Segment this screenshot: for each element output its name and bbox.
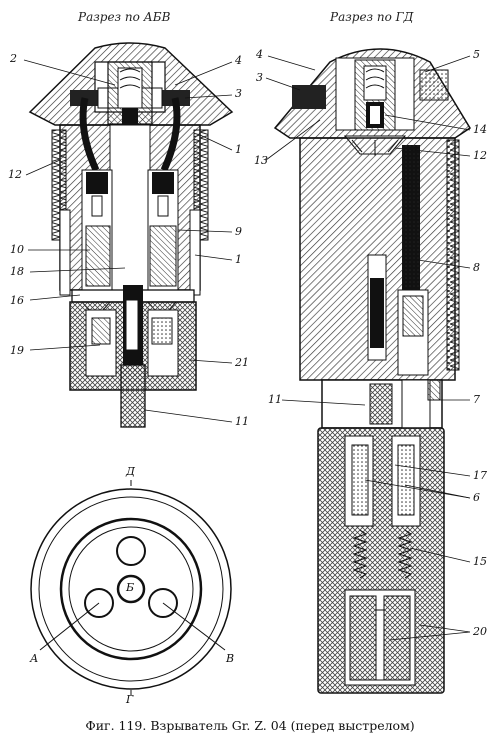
callout-right-13: 13 xyxy=(254,154,268,167)
right-spring xyxy=(352,529,368,579)
callout-left-12: 12 xyxy=(8,168,22,181)
plan-label-bottom: Г xyxy=(126,693,134,706)
callout-left-18: 18 xyxy=(10,265,24,278)
left-section xyxy=(28,42,234,428)
callout-right-8: 8 xyxy=(473,261,480,274)
callout-left-2: 2 xyxy=(10,52,17,65)
callout-left-1b: 1 xyxy=(235,253,242,266)
callout-left-3: 3 xyxy=(235,87,242,100)
callout-right-14: 14 xyxy=(473,123,487,136)
figure-caption: Фиг. 119. Взрыватель Gr. Z. 04 (перед вы… xyxy=(85,718,415,733)
plan-view xyxy=(30,480,232,695)
callout-right-11: 11 xyxy=(268,393,282,406)
left-section-title: Разрез по АБВ xyxy=(78,10,171,24)
right-section xyxy=(273,48,472,694)
plan-hole-top xyxy=(116,536,146,566)
callout-right-5: 5 xyxy=(473,48,480,61)
callout-right-17: 17 xyxy=(473,469,487,482)
plan-label-b: Б xyxy=(126,581,135,594)
callout-right-6: 6 xyxy=(473,491,480,504)
callout-left-16: 16 xyxy=(10,294,24,307)
callout-left-1: 1 xyxy=(235,143,242,156)
plan-label-top: Д xyxy=(126,465,135,478)
leader-lines xyxy=(23,55,471,641)
callout-left-4: 4 xyxy=(235,54,242,67)
callout-left-19: 19 xyxy=(10,344,24,357)
callout-right-12: 12 xyxy=(473,149,487,162)
callout-right-3: 3 xyxy=(256,71,263,84)
plan-hole-center xyxy=(116,574,146,604)
callout-right-4: 4 xyxy=(256,48,263,61)
callout-right-7: 7 xyxy=(473,393,480,406)
plan-label-a: А xyxy=(30,652,39,665)
callout-right-20: 20 xyxy=(473,625,487,638)
callout-left-9: 9 xyxy=(235,225,242,238)
left-booster xyxy=(120,364,146,428)
right-section-title: Разрез по ГД xyxy=(330,10,414,24)
callout-left-11: 11 xyxy=(235,415,249,428)
callout-right-15: 15 xyxy=(473,555,487,568)
callout-left-21: 21 xyxy=(235,356,249,369)
plan-label-v: В xyxy=(226,652,235,665)
callout-left-10: 10 xyxy=(10,243,24,256)
